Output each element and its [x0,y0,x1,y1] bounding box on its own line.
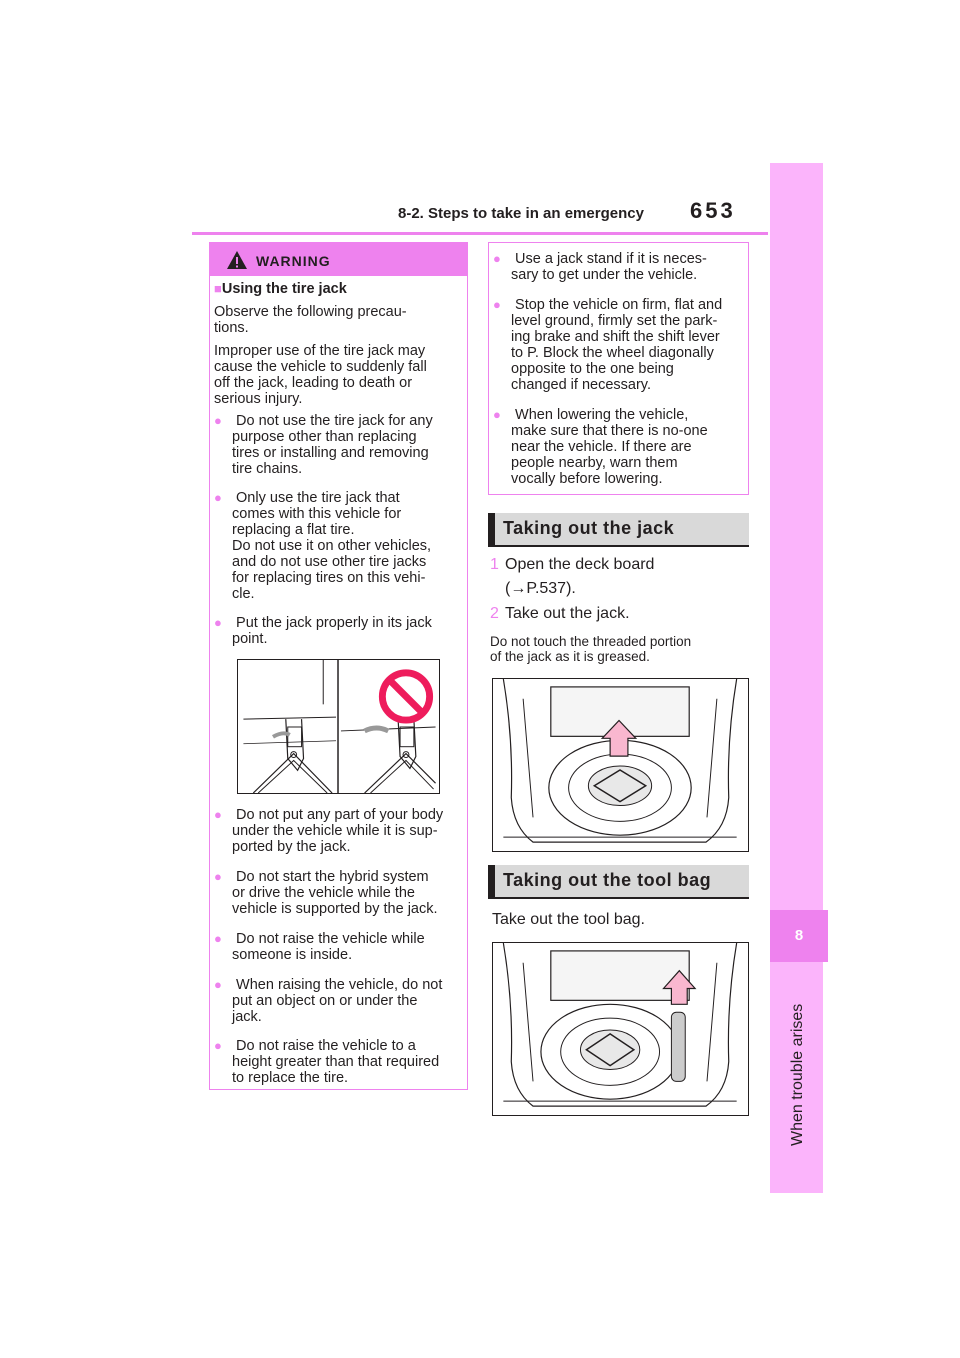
text-line: Only use the tire jack that [236,490,400,506]
text-line: When lowering the vehicle, [515,407,689,423]
chapter-title: When trouble arises [779,966,819,1146]
text-line: cause the vehicle to suddenly fall [214,359,427,375]
text-line: near the vehicle. If there are [511,439,692,455]
warning-bullet: Use a jack stand if it is neces- sary to… [493,251,765,283]
text-line: or drive the vehicle while the [232,885,415,901]
text-line: replacing a flat tire. [232,522,355,538]
warning-bullet: Do not raise the vehicle while someone i… [214,931,484,963]
text-line: serious injury. [214,391,303,407]
arrow-up-icon [600,719,638,757]
text-line: tires or installing and removing [232,445,429,461]
warning-bullet: Do not put any part of your body under t… [214,807,484,855]
warning-bullet: Put the jack properly in its jack point. [214,615,482,647]
warning-intro: Observe the following precau- tions. [214,304,464,336]
text-line: for replacing tires on this vehi- [232,570,426,586]
text-line: Use a jack stand if it is neces- [515,251,707,267]
trunk-jack-illustration [492,678,749,852]
text-line: vehicle is supported by the jack. [232,901,438,917]
step-text: Take out the jack. [505,605,630,622]
chapter-side-strip [770,163,823,1193]
text-line: Do not use the tire jack for any [236,413,433,429]
text-line: off the jack, leading to death or [214,375,413,391]
warning-box [209,242,468,1090]
section-title-jack: Taking out the jack [503,518,675,538]
text-line: Do not raise the vehicle while [236,931,425,947]
warning-title: WARNING [256,253,331,269]
warning-header [210,243,467,276]
step-number: 1 [490,556,499,573]
text-line: level ground, firmly set the park- [511,313,718,329]
trunk-toolbag-illustration [492,942,749,1116]
chapter-title-text: When trouble arises [789,1003,806,1146]
text-line: people nearby, warn them [511,455,678,471]
warning-bullet: When raising the vehicle, do not put an … [214,977,484,1025]
text-line: height greater than that required [232,1054,440,1070]
header-rule [192,232,768,235]
warning-bullet: When lowering the vehicle, make sure tha… [493,407,765,487]
warning-bullet: Only use the tire jack that comes with t… [214,490,482,602]
text-line: tions. [214,320,249,336]
chapter-number: 8 [794,927,804,944]
page-number: 653 [690,198,736,223]
text-line: Do not use it on other vehicles, [232,538,432,554]
warning-heading: ■Using the tire jack [214,281,347,297]
text-line: Do not start the hybrid system [236,869,429,885]
text-line: ported by the jack. [232,839,351,855]
text-line: and do not use other tire jacks [232,554,427,570]
text-line: sary to get under the vehicle. [511,267,698,283]
warning-bullet: Do not raise the vehicle to a height gre… [214,1038,484,1086]
step-1: 1 Open the deck board [490,554,654,576]
text-line: Observe the following precau- [214,304,407,320]
jack-note: Do not touch the threaded portion of the… [490,634,691,664]
step-text: Open the deck board [505,556,655,573]
text-line: jack. [232,1009,262,1025]
text-line: changed if necessary. [511,377,651,393]
warning-intro-2: Improper use of the tire jack may cause … [214,343,464,407]
arrow-up-icon [662,969,697,1005]
warning-heading-text: Using the tire jack [221,281,347,297]
section-header-toolbag [488,865,749,899]
square-bullet-icon: ■ [214,281,222,296]
text-line: tire chains. [232,461,303,477]
jack-point-illustration [237,659,440,794]
step-number: 2 [490,605,499,622]
text-line: Put the jack properly in its jack [236,615,432,631]
warning-bullet: Stop the vehicle on firm, flat and level… [493,297,765,393]
section-header-jack [488,513,749,547]
toolbag-instruction: Take out the tool bag. [492,911,645,928]
text-line: put an object on or under the [232,993,418,1009]
text-line: of the jack as it is greased. [490,649,650,664]
text-line: cle. [232,586,255,602]
text-line: Do not touch the threaded portion [490,634,692,649]
step-1-reference: (→P.537). [505,580,576,597]
prohibited-icon [378,669,434,724]
text-line: Improper use of the tire jack may [214,343,426,359]
warning-bullet: Do not use the tire jack for any purpose… [214,413,482,477]
text-line: purpose other than replacing [232,429,417,445]
text-line: Do not put any part of your body [236,807,444,823]
warning-triangle-icon [227,251,247,269]
text-line: opposite to the one being [511,361,674,377]
text-line: Do not raise the vehicle to a [236,1038,416,1054]
text-line: to P. Block the wheel diagonally [511,345,714,361]
text-line: someone is inside. [232,947,353,963]
text-line: vocally before lowering. [511,471,663,487]
text-line: When raising the vehicle, do not [236,977,443,993]
text-line: point. [232,631,268,647]
text-line: Stop the vehicle on firm, flat and [515,297,723,313]
section-title-toolbag: Taking out the tool bag [503,870,712,890]
text-line: ing brake and shift the shift lever [511,329,720,345]
warning-bullet: Do not start the hybrid system or drive … [214,869,484,917]
section-heading: 8-2. Steps to take in an emergency [398,205,644,222]
text-line: make sure that there is no-one [511,423,708,439]
text-line: to replace the tire. [232,1070,349,1086]
text-line: under the vehicle while it is sup- [232,823,438,839]
chapter-tab [770,910,828,962]
text-line: comes with this vehicle for [232,506,402,522]
step-2: 2 Take out the jack. [490,603,630,625]
